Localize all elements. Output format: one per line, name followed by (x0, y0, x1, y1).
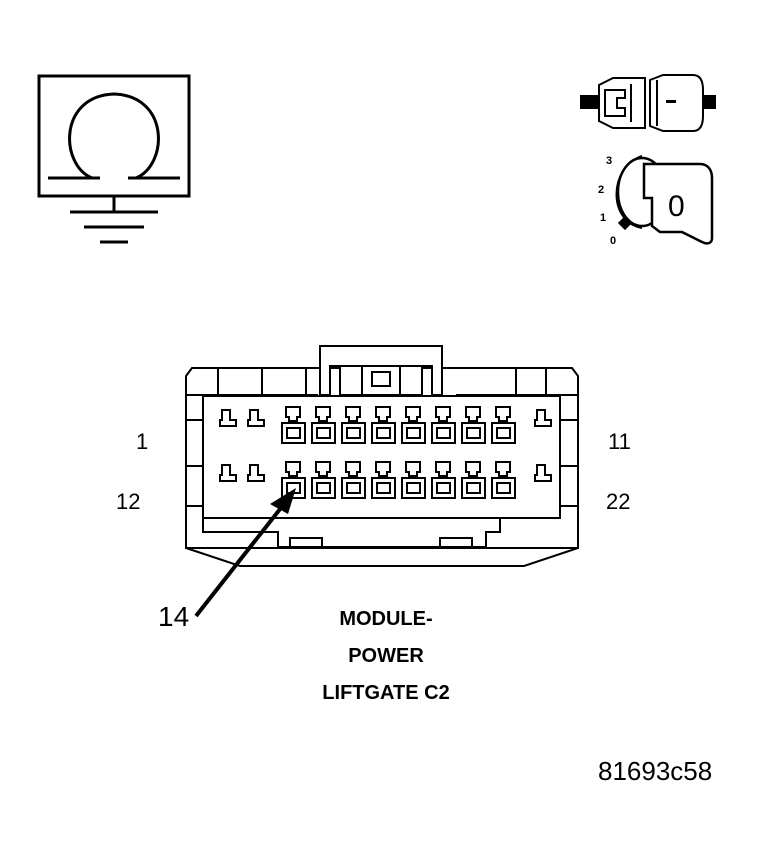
cavity-10 (491, 406, 516, 444)
cavity-15 (311, 461, 336, 499)
cavity-21 (491, 461, 516, 499)
connector-plug-icon (580, 74, 716, 132)
terminal-1 (219, 409, 237, 427)
cavity-14 (281, 461, 306, 499)
terminal-11 (534, 409, 552, 427)
cavity-20 (461, 461, 486, 499)
ignition-position-3: 3 (606, 155, 613, 167)
cavity-19 (431, 461, 456, 499)
cavity-18 (401, 461, 426, 499)
ignition-position-0: 0 (610, 235, 617, 247)
pin-label-12: 12 (116, 489, 141, 514)
pin-label-11: 11 (608, 429, 631, 454)
cavity-4 (311, 406, 336, 444)
cavity-9 (461, 406, 486, 444)
cavity-7 (401, 406, 426, 444)
cavity-16 (341, 461, 366, 499)
cavity-6 (371, 406, 396, 444)
connector-title-line-3: LIFTGATE C2 (322, 682, 450, 704)
figure-number: 81693c58 (598, 756, 713, 786)
terminal-2 (247, 409, 265, 427)
ignition-position-2: 2 (598, 184, 605, 196)
cavity-5 (341, 406, 366, 444)
connector-title-line-1: MODULE- (339, 608, 433, 630)
ignition-key-icon (615, 155, 714, 245)
ignition-position-1: 1 (600, 212, 607, 224)
ohm-ground-icon (37, 74, 191, 244)
pin-label-1: 1 (136, 429, 149, 454)
cavity-3 (281, 406, 306, 444)
terminal-13 (247, 464, 265, 482)
pin-label-22: 22 (606, 489, 631, 514)
cavity-8 (431, 406, 456, 444)
connector-title-line-2: POWER (348, 645, 424, 667)
ignition-key-label: 0 (668, 190, 685, 223)
terminal-22 (534, 464, 552, 482)
terminal-12 (219, 464, 237, 482)
cavity-17 (371, 461, 396, 499)
callout-pin-14: 14 (158, 601, 190, 632)
